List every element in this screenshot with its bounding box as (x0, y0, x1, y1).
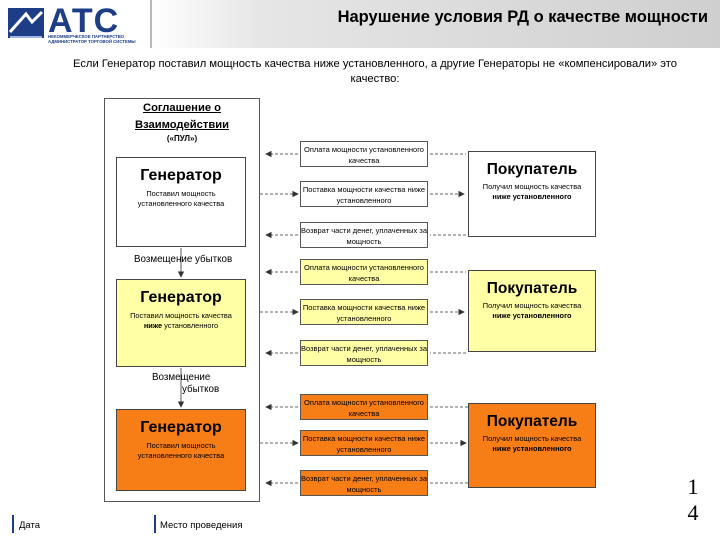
page-number: 1 4 (687, 474, 699, 525)
ats-logo (6, 4, 146, 46)
footer-place-label: Место проведения (160, 520, 243, 531)
footer-date-label: Дата (19, 520, 41, 531)
buyer-title: Покупатель (486, 280, 578, 297)
page-title: Нарушение условия РД о качестве мощности (337, 8, 708, 26)
header-divider (150, 0, 152, 48)
pool-title-line2: Взаимодействии (135, 119, 229, 131)
logo-subtitle: НЕКОММЕРЧЕСКОЕ ПАРТНЕРСТВО АДМИНИСТРАТОР… (48, 34, 136, 44)
flow-box-payment: Оплата мощности установленного качества (300, 141, 428, 167)
generator-title: Генератор (140, 167, 222, 184)
flow-box-payment: Оплата мощности установленного качества (300, 259, 428, 285)
footer-accent-bar (12, 515, 14, 533)
intro-text: Если Генератор поставил мощность качеств… (72, 58, 677, 85)
flow-box-delivery: Поставка мощности качества ниже установл… (300, 181, 428, 207)
flow-box-payment: Оплата мощности установленного качества (300, 394, 428, 420)
logo-text: АТС (48, 2, 120, 40)
buyer-title: Покупатель (486, 161, 578, 178)
flow-box-delivery: Поставка мощности качества ниже установл… (300, 430, 428, 456)
generator-desc: Поставил мощность установленного качеств… (137, 441, 225, 460)
compensation-label-1: Возмещение убытков (134, 254, 233, 265)
flow-box-refund: Возврат части денег, уплаченных за мощно… (300, 340, 428, 366)
flow-box-refund: Возврат части денег, уплаченных за мощно… (300, 470, 428, 496)
footer-accent-bar (154, 515, 156, 533)
pool-subtitle: («ПУЛ») (166, 134, 198, 143)
pool-title-line1: Соглашение о (143, 102, 221, 114)
generator-box-2: Генератор Поставил мощность качества ниж… (116, 279, 246, 367)
generator-desc: Поставил мощность качества ниже установл… (130, 311, 232, 330)
compensation-label-2: Возмещение убытков (152, 372, 220, 395)
generator-box-3: Генератор Поставил мощность установленно… (116, 409, 246, 491)
flow-box-delivery: Поставка мощности качества ниже установл… (300, 299, 428, 325)
generator-desc: Поставил мощность установленного качеств… (137, 189, 225, 208)
generator-title: Генератор (140, 419, 222, 436)
buyer-title: Покупатель (486, 413, 578, 430)
generator-title: Генератор (140, 289, 222, 306)
logo-emblem-icon (8, 8, 44, 38)
generator-box-1: Генератор Поставил мощность установленно… (116, 157, 246, 247)
header-band (0, 0, 720, 48)
pool-title: Соглашение о Взаимодействии (104, 100, 260, 134)
flow-box-refund: Возврат части денег, уплаченных за мощно… (300, 222, 428, 248)
